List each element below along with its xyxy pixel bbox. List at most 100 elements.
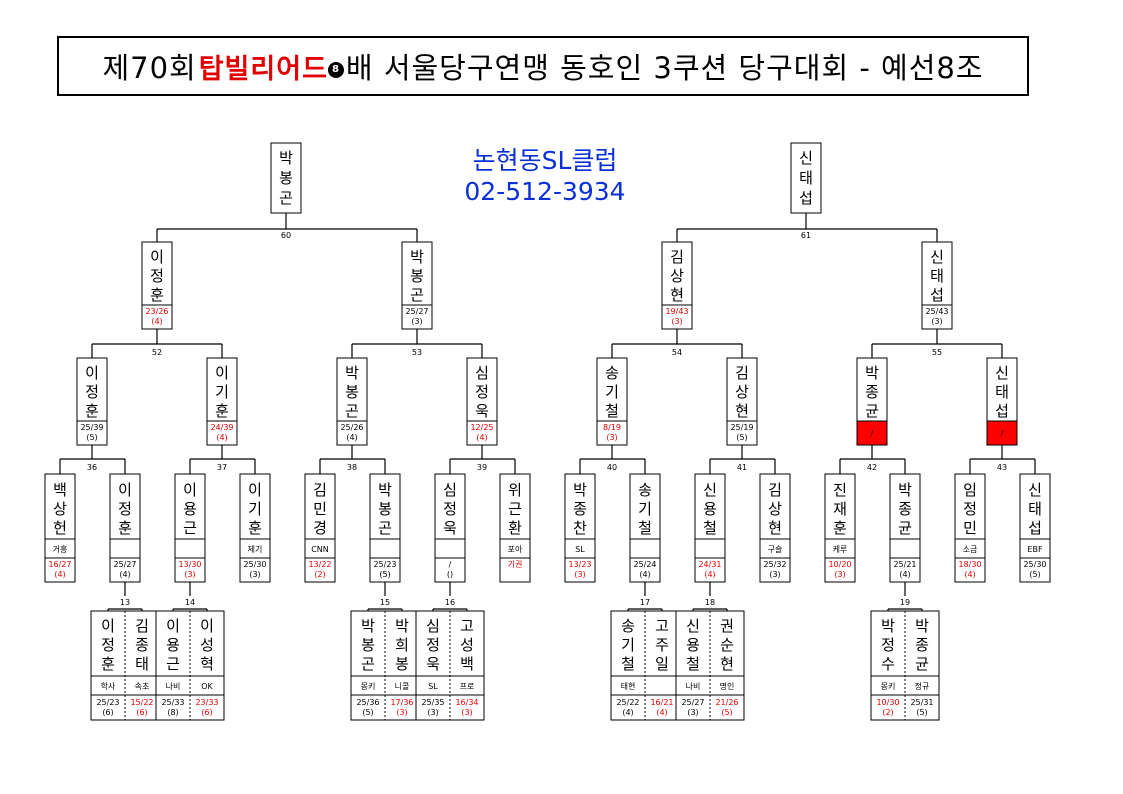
name-char: 정 [101, 636, 115, 654]
name-char: 균 [915, 655, 929, 673]
name-char: 곤 [410, 286, 424, 304]
name-char: 백 [460, 655, 474, 673]
name-char: 봉 [378, 500, 392, 518]
player-name: 백상헌 [53, 481, 67, 537]
player-box [401, 241, 433, 306]
score-cell [889, 557, 921, 583]
name-char: 곤 [361, 655, 375, 673]
title-suffix: 배 서울당구연맹 동호인 3쿠션 당구대회 - 예선8조 [345, 51, 984, 85]
player-name: 신태섭 [799, 149, 813, 207]
player-name: 이성혁 [200, 617, 214, 673]
player-name: 김상현 [768, 481, 782, 537]
club-text: SL [575, 545, 585, 554]
name-char: 태 [995, 383, 1009, 401]
match-number: 14 [185, 598, 195, 607]
name-char: 섭 [799, 189, 813, 207]
score-text: 25/27 [405, 307, 428, 316]
score-cell [109, 557, 141, 583]
score-text: 24/31 [698, 560, 721, 569]
player-box [954, 473, 986, 540]
name-char: 성 [460, 636, 474, 654]
player-name: 고성백 [460, 617, 474, 673]
eight-ball-icon: 8 [327, 62, 344, 78]
name-char: 균 [898, 519, 912, 537]
name-char: 심 [443, 481, 457, 499]
inning-text: (5) [721, 708, 732, 717]
name-char: 이 [215, 364, 229, 382]
name-char: 태 [135, 655, 149, 673]
inning-text: (8) [167, 708, 178, 717]
score-text: 25/43 [925, 307, 948, 316]
score-text: 8/19 [603, 423, 621, 432]
match-number: 36 [87, 463, 97, 472]
score-text: 21/26 [715, 698, 738, 707]
name-char: 이 [85, 364, 99, 382]
name-char: 철 [703, 519, 717, 537]
score-cell [336, 420, 368, 446]
score-cell [694, 557, 726, 583]
club-text: EBF [1027, 545, 1043, 554]
club-text: 몽키 [881, 682, 896, 691]
name-char: 박 [573, 481, 587, 499]
player-name: 신태섭 [930, 248, 944, 304]
inning-text: (3) [396, 708, 407, 717]
name-char: 재 [833, 500, 847, 518]
inning-text: (3) [184, 570, 195, 579]
name-char: 환 [508, 519, 522, 537]
inning-text: (3) [427, 708, 438, 717]
walkover-mark: / [871, 429, 874, 438]
inning-text: (5) [379, 570, 390, 579]
player-name: 박봉곤 [410, 248, 424, 304]
name-char: 철 [605, 402, 619, 420]
name-char: 정 [150, 267, 164, 285]
player-box [206, 357, 238, 422]
match-number: 52 [152, 348, 162, 357]
name-char: 기 [621, 636, 635, 654]
match-number: 55 [932, 348, 942, 357]
player-name: 박봉곤 [279, 149, 293, 207]
player-box [109, 473, 141, 540]
name-char: 종 [135, 636, 149, 654]
club-text: 학사 [101, 681, 116, 691]
name-char: 기 [605, 383, 619, 401]
player-name: 송기철 [638, 481, 652, 537]
name-char: 현 [720, 655, 734, 673]
club-cell [889, 538, 921, 559]
name-char: 상 [735, 383, 749, 401]
score-text: 25/33 [161, 698, 184, 707]
score-cell [434, 557, 466, 583]
score-cell [304, 557, 336, 583]
name-char: 태 [1028, 500, 1042, 518]
score-cell [206, 420, 238, 446]
name-char: 상 [768, 500, 782, 518]
title-prefix: 제70회 [102, 51, 197, 85]
club-text: 속초 [135, 682, 150, 691]
score-text: 12/25 [470, 423, 493, 432]
player-name: 권순현 [720, 617, 734, 673]
score-text: / [449, 560, 452, 569]
name-char: 종 [865, 383, 879, 401]
player-name: 박종균 [865, 364, 879, 420]
club-text: 나비 [166, 682, 181, 691]
player-box [466, 357, 498, 422]
score-cell [629, 557, 661, 583]
player-box [434, 473, 466, 540]
player-box [694, 473, 726, 540]
score-text: 25/32 [763, 560, 786, 569]
name-char: 성 [200, 636, 214, 654]
inning-text: (4) [119, 570, 130, 579]
player-name: 고주일 [655, 617, 669, 673]
player-name: 이정훈 [150, 248, 164, 304]
match-number: 18 [705, 598, 715, 607]
name-char: 훈 [85, 402, 99, 420]
player-name: 이정훈 [118, 481, 132, 537]
name-char: 박 [410, 248, 424, 266]
player-name: 박종균 [898, 481, 912, 537]
inning-text: (6) [136, 708, 147, 717]
score-cell [76, 420, 108, 446]
name-char: 곤 [378, 519, 392, 537]
player-name: 송기철 [621, 617, 635, 673]
club-text: 프로 [460, 682, 475, 691]
